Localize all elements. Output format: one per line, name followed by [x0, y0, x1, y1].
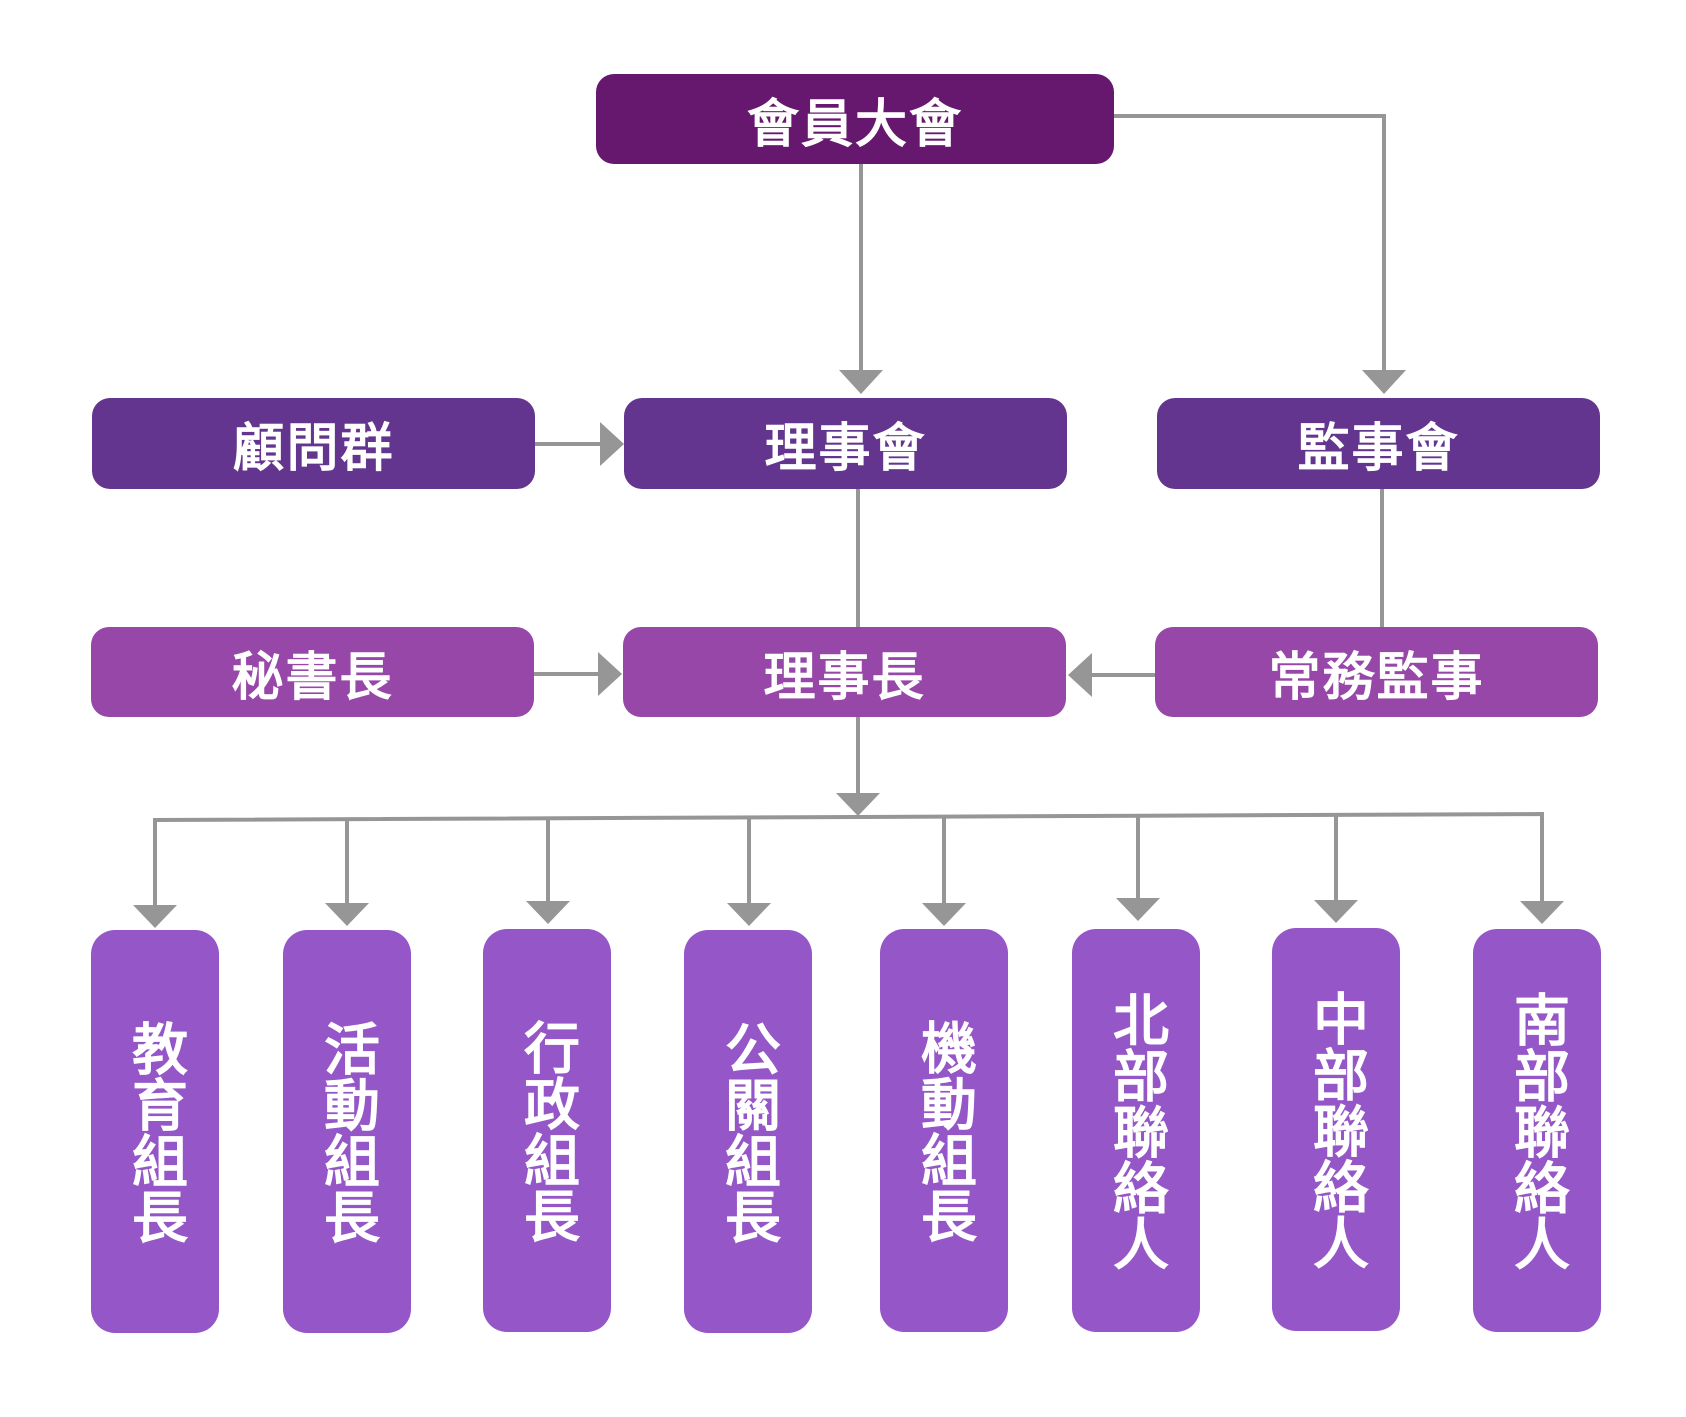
node-label: 理事長 — [763, 647, 926, 708]
node-liaison-central: 中部聯絡人 — [1272, 928, 1400, 1331]
node-advisors: 顧問群 — [92, 398, 535, 489]
node-dept-public-relations: 公關組長 — [684, 930, 812, 1333]
arrowhead-dept-5 — [922, 903, 966, 926]
arrowhead-dept-7 — [1314, 900, 1358, 923]
node-standing-supervisor: 常務監事 — [1155, 627, 1598, 717]
arrowhead-dept-4 — [727, 903, 771, 926]
node-label: 活動組長 — [314, 1019, 380, 1244]
arrowhead-dept-6 — [1116, 898, 1160, 921]
node-secretary-general: 秘書長 — [91, 627, 534, 717]
node-label: 理事會 — [764, 419, 927, 479]
arrowhead-board — [839, 370, 883, 394]
connector-bus — [153, 811, 1544, 907]
node-dept-activities: 活動組長 — [283, 930, 411, 1333]
node-label: 中部聯絡人 — [1303, 989, 1369, 1270]
node-label: 教育組長 — [122, 1019, 188, 1244]
arrowhead-standing-chairman — [1068, 653, 1092, 697]
arrowhead-supervisors — [1362, 370, 1406, 394]
node-label: 會員大會 — [746, 94, 963, 155]
node-board-of-supervisors: 監事會 — [1157, 398, 1600, 489]
node-label: 機動組長 — [911, 1018, 977, 1243]
arrowhead-dept-1 — [133, 905, 177, 928]
arrowhead-chairman-bus — [836, 793, 880, 816]
node-label: 顧問群 — [232, 419, 395, 479]
arrowhead-dept-8 — [1520, 901, 1564, 924]
node-label: 北部聯絡人 — [1103, 990, 1169, 1271]
arrowhead-dept-2 — [325, 903, 369, 926]
node-label: 監事會 — [1297, 419, 1460, 479]
connector-assembly-supervisors — [1114, 114, 1386, 372]
arrowhead-dept-3 — [526, 901, 570, 924]
node-liaison-north: 北部聯絡人 — [1072, 929, 1200, 1332]
node-general-assembly: 會員大會 — [596, 74, 1114, 164]
node-label: 行政組長 — [514, 1018, 580, 1243]
arrowhead-advisors-board — [600, 422, 624, 466]
node-label: 公關組長 — [715, 1019, 781, 1244]
node-label: 秘書長 — [231, 647, 394, 708]
node-chairman: 理事長 — [623, 627, 1066, 717]
arrowhead-secretary-chairman — [598, 652, 622, 696]
node-liaison-south: 南部聯絡人 — [1473, 929, 1601, 1332]
node-dept-mobile: 機動組長 — [880, 929, 1008, 1332]
node-board-of-directors: 理事會 — [624, 398, 1067, 489]
node-dept-education: 教育組長 — [91, 930, 219, 1333]
node-dept-administration: 行政組長 — [483, 929, 611, 1332]
node-label: 常務監事 — [1268, 647, 1485, 708]
node-label: 南部聯絡人 — [1504, 990, 1570, 1271]
